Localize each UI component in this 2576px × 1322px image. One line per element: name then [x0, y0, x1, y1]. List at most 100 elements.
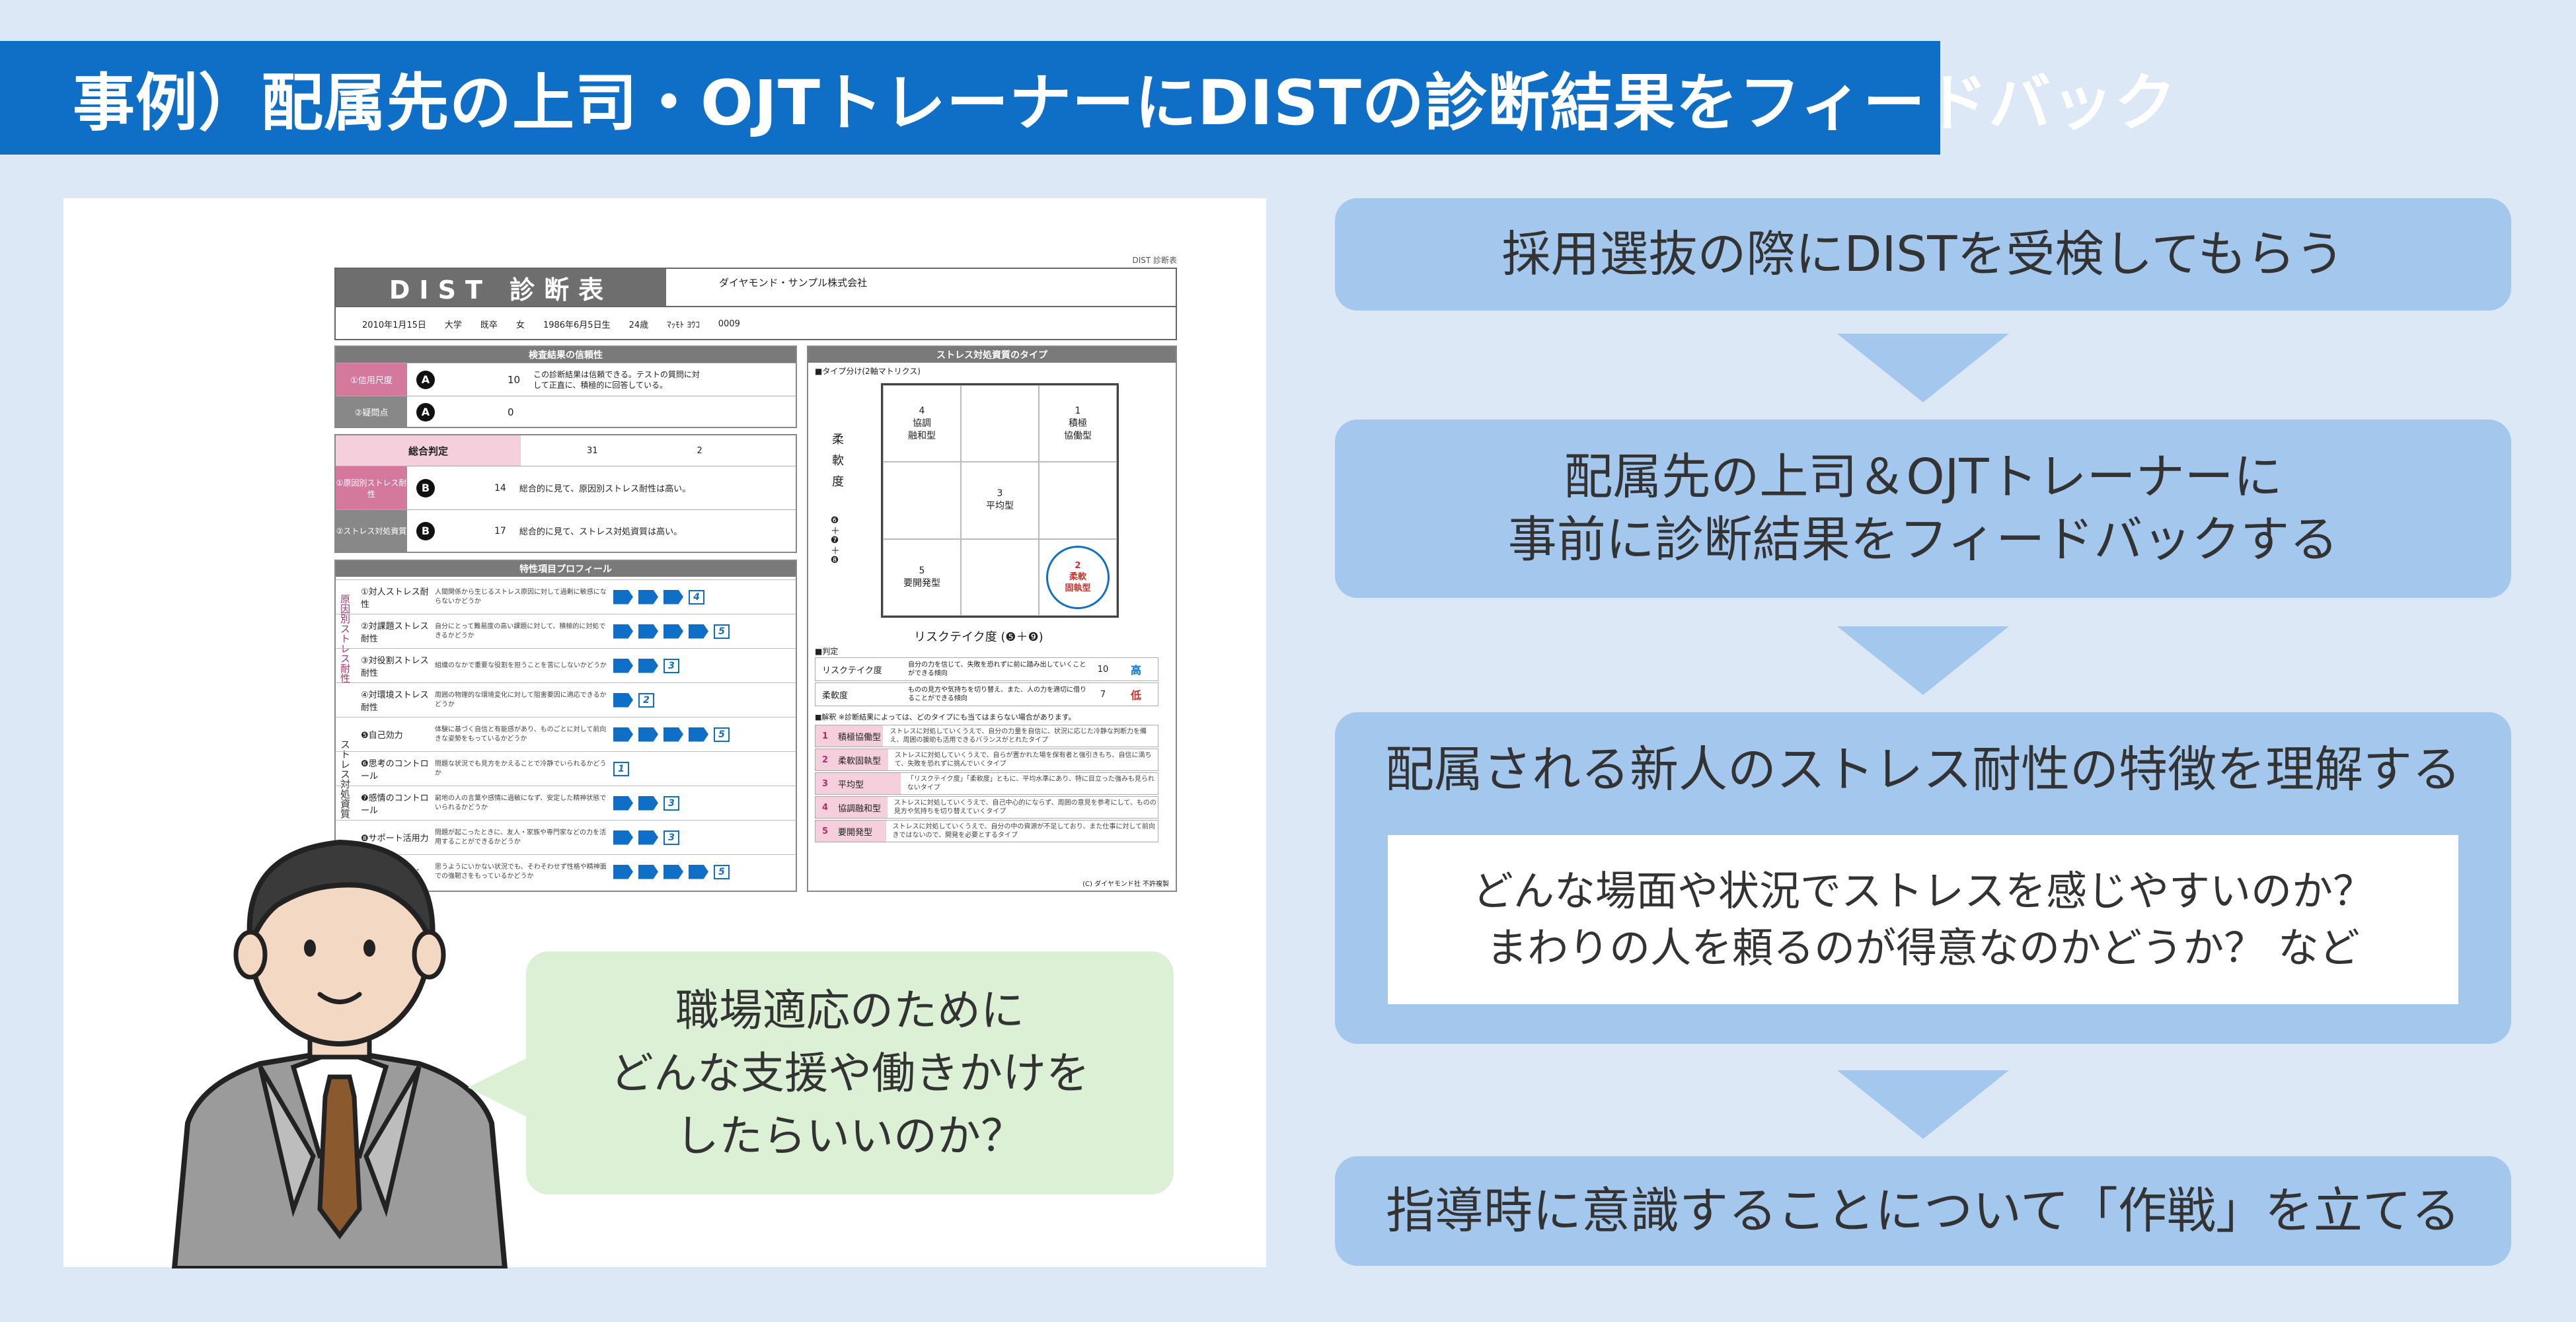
level-arrow-icon	[613, 727, 633, 742]
level-number: 5	[714, 727, 730, 742]
type-matrix: 4 協調 融和型 1 積極 協働型 3 平均型 5 要開発型 2 柔軟 固執型	[881, 383, 1119, 618]
question-line: どんな場面や状況でストレスを感じやすいのか？	[1472, 867, 2374, 915]
overall-score: 14	[494, 482, 506, 494]
risk-name: 柔軟度	[822, 690, 849, 701]
overall-head-row: 総合判定 31 2	[336, 435, 796, 466]
step-line: 事前に診断結果をフィードバックする	[1507, 511, 2339, 568]
step-line: 採用選抜の際にDISTを受検してもらう	[1501, 225, 2345, 283]
reliability-score: 0	[508, 406, 514, 418]
level-arrow-icon	[638, 727, 658, 742]
level-arrow-icon	[638, 830, 658, 845]
sheet-id: 0009	[718, 318, 740, 329]
selected-type-circle: 2 柔軟 固執型	[1045, 545, 1110, 609]
level-arrow-icon	[663, 864, 683, 879]
profile-row: ❽サポート活用力問題が起こったときに、友人・家族や専門家などの力を活用することが…	[336, 820, 796, 854]
profile-level-bar: 5	[613, 727, 730, 742]
reliability-label: ①信用尺度	[336, 363, 407, 396]
type-no: 3	[822, 778, 829, 789]
type-desc: 「リスクテイク度」「柔軟度」ともに、平均水準にあり、特に目立った強みも見られない…	[907, 776, 1155, 791]
profile-level-bar: 3	[613, 658, 679, 673]
bubble-line: したらいいのか？	[675, 1110, 1024, 1161]
matrix-cell-1: 1 積極 協働型	[1038, 385, 1117, 462]
cell-text: 1 積極 協働型	[1063, 405, 1092, 441]
grade-badge: A	[416, 402, 435, 422]
step-1: 採用選抜の際にDISTを受検してもらう	[1335, 198, 2511, 311]
question-line: まわりの人を頼るのが得意なのかどうか？ など	[1486, 924, 2360, 972]
overall-row: ②ストレス対処資質 B 17 総合的に見て、ストレス対処資質は高い。	[336, 509, 796, 552]
profile-level-bar: 2	[613, 692, 654, 708]
profile-item-desc: 問題な状況でも見方をかえることで冷静でいられるかどうか	[435, 760, 607, 777]
step-line: 指導時に意識することについて「作戦」を立てる	[1386, 1182, 2460, 1239]
matrix-cell-empty	[960, 385, 1039, 462]
profile-level-bar: 1	[613, 761, 629, 776]
overall-rank: 2	[697, 445, 702, 456]
axis-vertical-label: 柔軟度	[830, 433, 844, 496]
level-arrow-icon	[638, 658, 658, 673]
step-line: 配属される新人のストレス耐性の特徴を理解する	[1385, 741, 2461, 798]
risk-result: 低	[1130, 689, 1141, 702]
level-arrow-icon	[613, 624, 633, 639]
explain-caption: ■解釈 ※診断結果によっては、どのタイプにも当てはまらない場合があります。	[815, 713, 1076, 721]
level-arrow-icon	[638, 795, 658, 811]
businessman-illustration	[171, 839, 508, 1268]
risk-result: 高	[1130, 664, 1141, 677]
overall-label: ②ストレス対処資質	[336, 510, 407, 552]
type-no: 5	[822, 826, 829, 836]
type-caption: ■タイプ分け(2軸マトリクス)	[815, 367, 921, 376]
level-number: 4	[689, 589, 704, 605]
profile-head: 特性項目プロフィール	[336, 561, 796, 577]
reliability-label: ②疑問点	[336, 396, 407, 427]
type-section: ストレス対処資質のタイプ ■タイプ分け(2軸マトリクス) 柔軟度 ❻＋❼＋❽ 4…	[807, 346, 1177, 892]
type-desc: ストレスに対処していくうえで、自己中心的にならず、周囲の意見を参考にして、ものの…	[893, 799, 1156, 815]
grade-badge: A	[416, 370, 435, 389]
level-arrow-icon	[613, 830, 633, 845]
step-4: 指導時に意識することについて「作戦」を立てる	[1335, 1156, 2511, 1266]
type-desc: ストレスに対処していくうえで、自分の中の資源が不足しており、また仕事に対して前向…	[892, 823, 1156, 839]
matrix-cell-4: 4 協調 融和型	[883, 385, 961, 462]
profile-item-desc: 人間関係から生じるストレス原因に対して過剰に敏感にならないかどうか	[435, 588, 607, 605]
sheet-header-row: 2010年1月15日 大学 既卒 女 1986年6月5日生 24歳 ﾏｯﾓﾄ ﾖ…	[336, 306, 1176, 340]
step-line: 配属先の上司＆OJTトレーナーに	[1564, 449, 2283, 505]
overall-section: 総合判定 31 2 ①原因別ストレス耐性 B 14 総合的に見て、原因別ストレス…	[334, 434, 797, 553]
type-name: 平均型	[815, 773, 901, 794]
type-name: 協調融和型	[815, 797, 888, 818]
type-name: 要開発型	[815, 821, 886, 842]
risk-row: リスクテイク度 自分の力を信じて、失敗を恐れずに前に踏み出していくことができる傾…	[815, 657, 1158, 681]
copyright: (C) ダイヤモンド社 不許複製	[1082, 881, 1169, 888]
profile-item-desc: 周囲の物理的な環境変化に対して阻害要因に適応できるかどうか	[435, 691, 607, 708]
level-arrow-icon	[689, 727, 708, 742]
matrix-cell-empty	[883, 462, 961, 539]
level-arrow-icon	[638, 589, 658, 605]
level-arrow-icon	[663, 624, 683, 639]
grade-badge: B	[416, 478, 435, 497]
page-title: 事例）配属先の上司・OJTトレーナーにDISTの診断結果をフィードバック	[0, 41, 2176, 155]
overall-head: 総合判定	[336, 435, 521, 466]
level-arrow-icon	[638, 624, 658, 639]
profile-item-name: ③対役割ストレス耐性	[361, 655, 429, 679]
dist-diagnosis-sheet: DIST 診断表 DIST 診断表 ダイヤモンド・サンプル株式会社 2010年1…	[334, 256, 1177, 892]
bubble-line: どんな支援や働きかけを	[610, 1047, 1090, 1099]
reliability-section: 検査結果の信頼性 ①信用尺度 A 10 この診断結果は信頼できる。テストの質問に…	[334, 346, 797, 428]
cell-text: 5 要開発型	[903, 565, 940, 589]
sheet-company: ダイヤモンド・サンプル株式会社	[719, 277, 868, 289]
overall-note: 総合的に見て、ストレス対処資質は高い。	[519, 527, 683, 537]
profile-item-desc: 思うようにいかない状況でも、そわそわせず性格や精神面での強靭さをもっているかどう…	[435, 863, 607, 880]
sheet-name: ﾏｯﾓﾄ ﾖｳｺ	[667, 320, 700, 330]
type-desc: ストレスに対処していくうえで、自らが置かれた場を保有者と強引きもち、自信に満ちて…	[894, 752, 1152, 768]
type-head: ストレス対処資質のタイプ	[808, 347, 1176, 363]
reliability-note: この診断結果は信頼できる。テストの質問に対して正直に、積極的に回答している。	[533, 369, 700, 390]
sheet-date: 2010年1月15日	[362, 320, 426, 330]
matrix-cell-empty	[960, 538, 1039, 616]
questions-box: どんな場面や状況でストレスを感じやすいのか？ まわりの人を頼るのが得意なのかどう…	[1388, 835, 2458, 1004]
profile-level-bar: 4	[613, 589, 704, 605]
level-arrow-icon	[613, 864, 633, 879]
sheet-title: DIST 診断表	[336, 269, 666, 306]
speech-bubble-tail	[468, 1057, 529, 1118]
reliability-row: ①信用尺度 A 10 この診断結果は信頼できる。テストの質問に対して正直に、積極…	[336, 363, 796, 396]
left-panel: DIST 診断表 DIST 診断表 ダイヤモンド・サンプル株式会社 2010年1…	[63, 198, 1266, 1268]
